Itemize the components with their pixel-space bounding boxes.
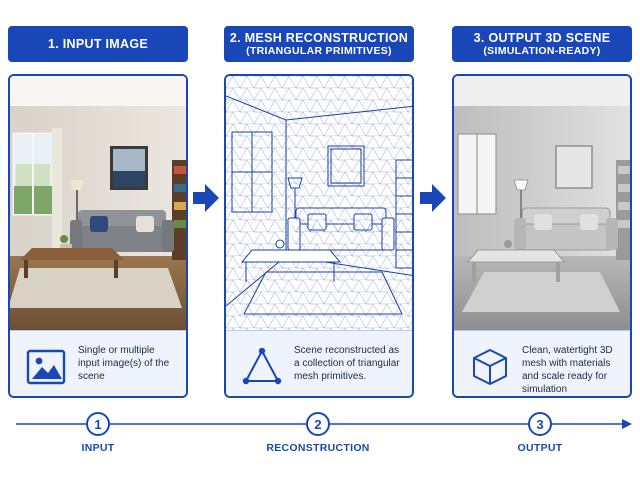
stage-2-description: Scene reconstructed as a collection of t… [294, 345, 400, 382]
stage-3-description: Clean, watertight 3D mesh with materials… [522, 345, 613, 395]
stage-3-title: 3. OUTPUT 3D SCENE [473, 30, 611, 45]
stage-3-subtitle: (SIMULATION-READY) [483, 45, 601, 58]
step-1-circle [86, 412, 110, 436]
step-1-number: 1 [94, 417, 101, 432]
process-timeline: 1 2 3 [16, 412, 632, 436]
step-2-number: 2 [314, 417, 321, 432]
input-room-photo [10, 76, 186, 330]
stage-1-header: 1. INPUT IMAGE [8, 26, 188, 62]
stage-3-description-panel: Clean, watertight 3D mesh with materials… [454, 330, 630, 396]
stage-1-description: Single or multiple input image(s) of the… [78, 345, 170, 382]
step-2-circle [306, 412, 330, 436]
arrow-right-icon [420, 184, 446, 212]
stage-1-title: 1. INPUT IMAGE [47, 36, 149, 51]
stage-1-card: Single or multiple input image(s) of the… [8, 74, 188, 398]
stage-2-subtitle: (TRIANGULAR PRIMITIVES) [246, 45, 392, 58]
output-3d-render [454, 76, 630, 330]
step-3-number: 3 [536, 417, 543, 432]
step-3-circle [528, 412, 552, 436]
mesh-wireframe-render [226, 76, 412, 330]
stage-2-description-panel: Scene reconstructed as a collection of t… [226, 330, 412, 396]
stage-2-header: 2. MESH RECONSTRUCTION (TRIANGULAR PRIMI… [224, 26, 414, 62]
step-3-label: OUTPUT [517, 442, 563, 454]
stage-3-card: Clean, watertight 3D mesh with materials… [452, 74, 632, 398]
triangle-icon [242, 347, 282, 385]
timeline-arrowhead-icon [622, 419, 632, 429]
step-1-label: INPUT [81, 442, 115, 454]
arrow-right-icon [193, 184, 219, 212]
step-2-label: RECONSTRUCTION [266, 442, 370, 454]
stage-2-card: Scene reconstructed as a collection of t… [224, 74, 414, 398]
stage-1-description-panel: Single or multiple input image(s) of the… [10, 330, 186, 396]
stage-2-title: 2. MESH RECONSTRUCTION [229, 30, 409, 45]
cube-icon [473, 349, 507, 385]
stage-3-header: 3. OUTPUT 3D SCENE (SIMULATION-READY) [452, 26, 632, 62]
image-icon [26, 349, 66, 385]
